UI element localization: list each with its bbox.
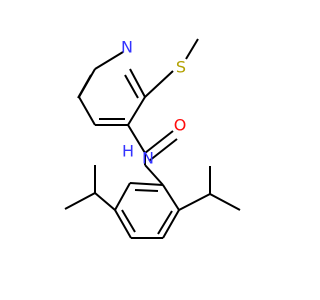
bond [77,74,92,99]
bond [94,51,124,70]
bond [78,96,96,126]
bond [124,74,139,99]
bond [64,192,96,210]
bond [121,209,136,233]
bond [157,210,173,235]
amide-hydrogen-label: H [122,142,134,161]
bond [127,124,146,154]
bond [209,193,241,211]
bond [129,182,164,186]
bond [162,184,180,211]
bond [114,182,131,211]
carbonyl-oxygen-label: O [174,116,187,135]
bond [144,130,174,154]
pyridine-ring [77,51,146,126]
pyridine-nitrogen-label: N [121,38,133,57]
carboxamide-group [127,124,178,186]
amide-nitrogen-label: N [142,149,154,168]
bond [94,192,116,211]
bond [148,138,178,162]
bond [129,68,146,98]
molecule-structure-diagram: N S O N H [64,38,241,239]
bond [144,164,164,186]
sulfur-label: S [176,58,186,77]
isopropyl-left [64,165,116,211]
benzene-ring [114,182,180,239]
bond [144,70,174,98]
bond [114,209,132,239]
isopropyl-right [178,166,241,211]
bond [178,193,211,211]
bond [134,189,159,192]
methylthio-group [144,38,199,98]
bond [127,96,146,126]
bond [162,209,180,239]
bond [185,38,199,60]
